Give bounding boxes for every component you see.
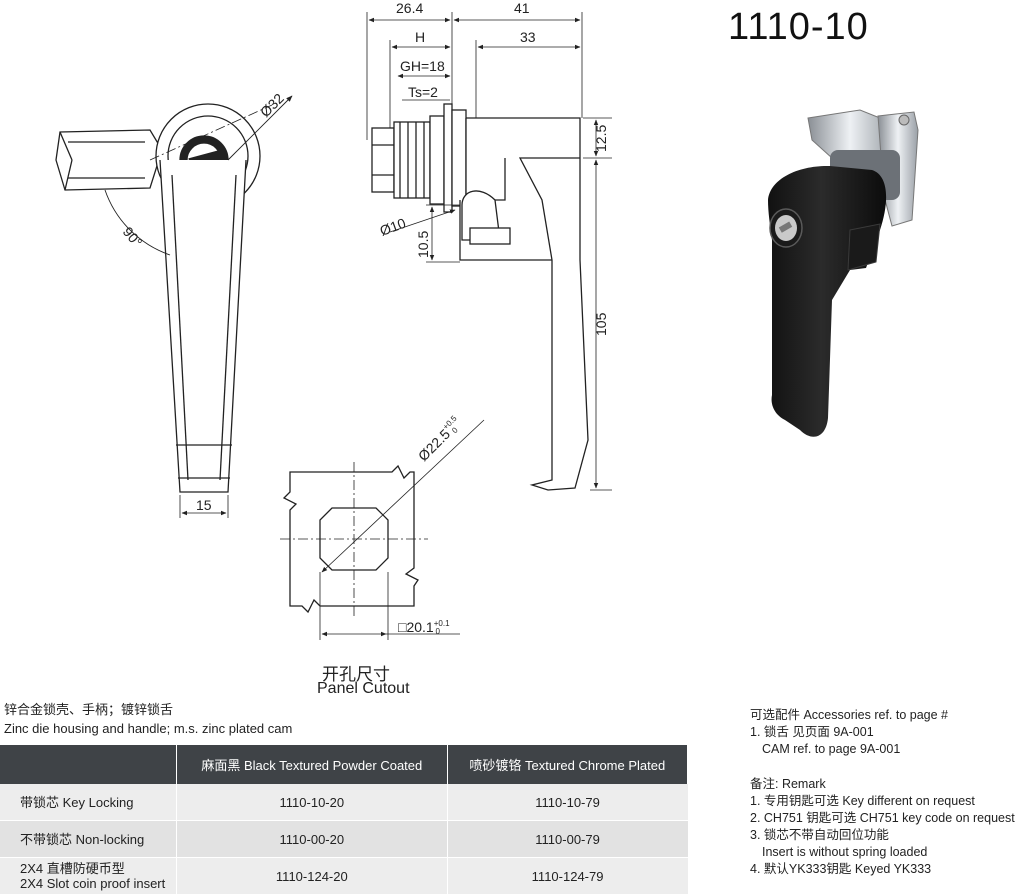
accessories-section: 可选配件 Accessories ref. to page # 1. 锁舌 见页… [750,707,948,758]
dim-d22-5: Ø22.5+0.50 [414,414,465,465]
table-row: 不带锁芯 Non-locking 1110-00-20 1110-00-79 [0,820,688,858]
cutout-title-cn: 开孔尺寸 [322,665,390,684]
dim-d15: 15 [196,497,212,513]
part-number-chrome: 1110-124-79 [446,857,688,895]
remark-item: 4. 默认YK333钥匙 Keyed YK333 [750,862,932,876]
side-view [366,12,612,491]
finish-table: 麻面黑 Black Textured Powder Coated 喷砂镀铬 Te… [0,745,689,895]
remark-item: 1. 专用钥匙可选 Key different on request [750,794,975,808]
table-row: 带锁芯 Key Locking 1110-10-20 1110-10-79 [0,784,688,821]
part-number-chrome: 1110-10-79 [446,784,688,821]
model-number: 1110-10 [728,6,869,48]
dim-angle: 90° [120,224,146,251]
remark-item: 3. 锁芯不带自动回位功能 [750,828,889,842]
dim-d32: Ø32 [257,90,287,120]
table-header-chrome: 喷砂镀铬 Textured Chrome Plated [447,745,689,784]
row-label: 不带锁芯 Non-locking [0,820,177,858]
dim-d10-5: 10.5 [415,231,431,258]
material-en: Zinc die housing and handle; m.s. zinc p… [4,721,293,736]
front-view [55,95,293,518]
accessories-line1: 1. 锁舌 见页面 9A-001 [750,725,874,739]
dim-gh: GH=18 [400,58,445,74]
dim-h: H [415,29,425,45]
table-header-row: 麻面黑 Black Textured Powder Coated 喷砂镀铬 Te… [0,745,689,784]
product-photo [768,109,919,437]
part-number-chrome: 1110-00-79 [446,820,688,858]
panel-cutout [280,419,485,640]
dim-d41: 41 [514,0,530,16]
remark-title: 备注: Remark [750,777,826,791]
remark-item: Insert is without spring loaded [762,845,928,859]
table-header-black: 麻面黑 Black Textured Powder Coated [176,745,448,784]
accessories-title: 可选配件 Accessories ref. to page # [750,708,948,722]
row-label: 带锁芯 Key Locking [0,784,177,821]
remark-item: 2. CH751 钥匙可选 CH751 key code on request [750,811,1015,825]
part-number-black: 1110-124-20 [176,857,448,895]
cutout-title-en: Panel Cutout [317,680,410,697]
dim-d26-4: 26.4 [396,0,423,16]
part-number-black: 1110-00-20 [176,820,448,858]
dim-d33: 33 [520,29,536,45]
table-header-blank [0,745,177,784]
dim-d12-5: 12.5 [593,125,609,152]
remark-section: 备注: Remark 1. 专用钥匙可选 Key different on re… [750,776,1015,878]
dim-d10: Ø10 [378,215,409,239]
accessories-line2: CAM ref. to page 9A-001 [762,742,901,756]
dim-ts: Ts=2 [408,84,438,100]
material-cn: 锌合金锁壳、手柄；镀锌锁舌 [4,702,174,717]
part-number-black: 1110-10-20 [176,784,448,821]
dim-d105: 105 [593,312,609,336]
technical-drawing: Ø32 90° 15 [55,0,919,640]
